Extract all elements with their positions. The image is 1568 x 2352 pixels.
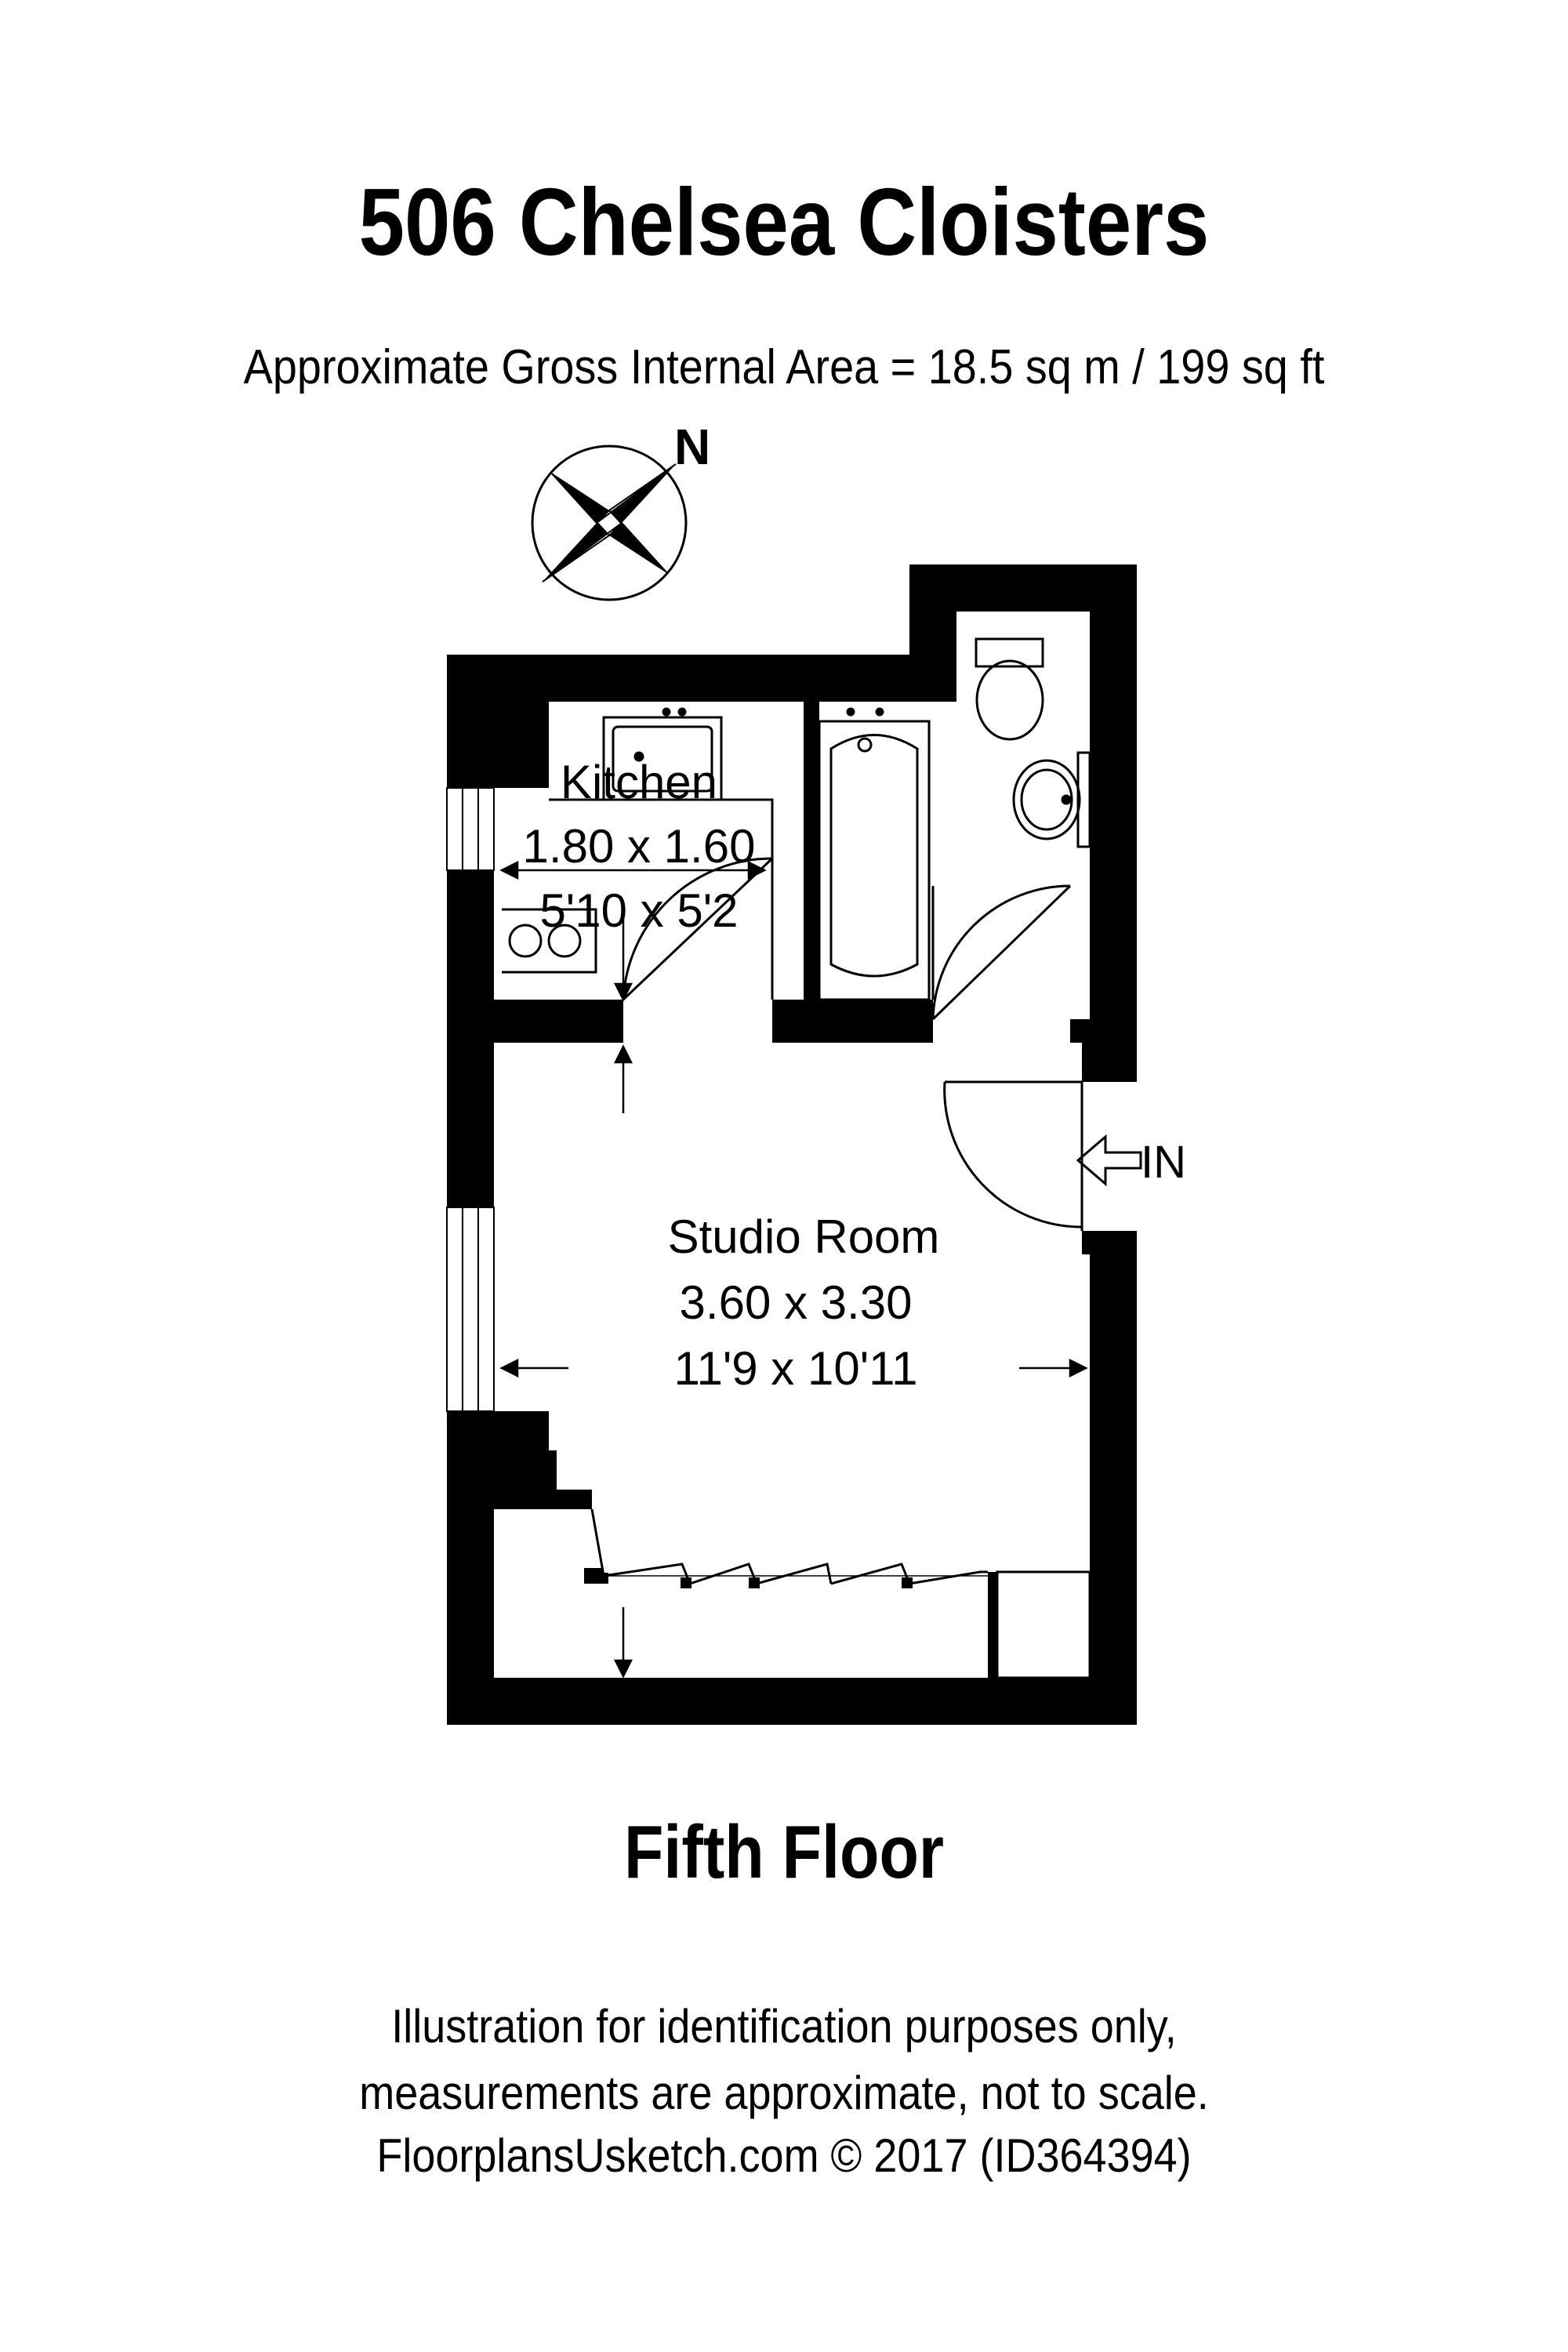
compass-rose-icon bbox=[531, 445, 688, 601]
entrance-arrow-icon bbox=[1076, 1134, 1142, 1187]
washbasin-icon bbox=[1012, 751, 1091, 848]
dimension-arrows bbox=[499, 860, 1088, 1679]
north-label: N bbox=[674, 419, 710, 475]
disclaimer-line-1: Illustration for identification purposes… bbox=[391, 2000, 1177, 2053]
wardrobe-doors bbox=[590, 1508, 1091, 1679]
bathroom-door bbox=[931, 884, 1072, 1021]
kitchen-sink-icon bbox=[602, 707, 723, 801]
window-kitchen bbox=[446, 787, 495, 871]
kitchen-name: Kitchen bbox=[561, 756, 717, 808]
kitchen-door bbox=[622, 857, 774, 1001]
gross-area-text: Approximate Gross Internal Area = 18.5 s… bbox=[243, 340, 1325, 394]
wardrobe-handles bbox=[597, 1573, 913, 1588]
walls bbox=[447, 564, 1137, 1725]
bathtub-icon bbox=[818, 707, 931, 1001]
toilet-icon bbox=[975, 637, 1044, 741]
floor-label: Fifth Floor bbox=[623, 1810, 945, 1894]
copyright-line: FloorplansUsketch.com © 2017 (ID364394) bbox=[376, 2129, 1192, 2182]
entrance-door[interactable] bbox=[943, 1080, 1083, 1231]
studio-metric: 3.60 x 3.30 bbox=[680, 1276, 913, 1329]
entrance-label: IN bbox=[1141, 1137, 1186, 1188]
kitchen-imperial: 5'10 x 5'2 bbox=[539, 884, 738, 937]
kitchen-metric: 1.80 x 1.60 bbox=[523, 820, 756, 873]
studio-imperial: 11'9 x 10'11 bbox=[674, 1342, 918, 1395]
window-studio bbox=[446, 1207, 495, 1412]
studio-name: Studio Room bbox=[668, 1210, 940, 1263]
disclaimer-line-2: measurements are approximate, not to sca… bbox=[359, 2067, 1209, 2119]
hob-icon bbox=[508, 924, 582, 958]
plan-title: 506 Chelsea Cloisters bbox=[358, 169, 1210, 275]
